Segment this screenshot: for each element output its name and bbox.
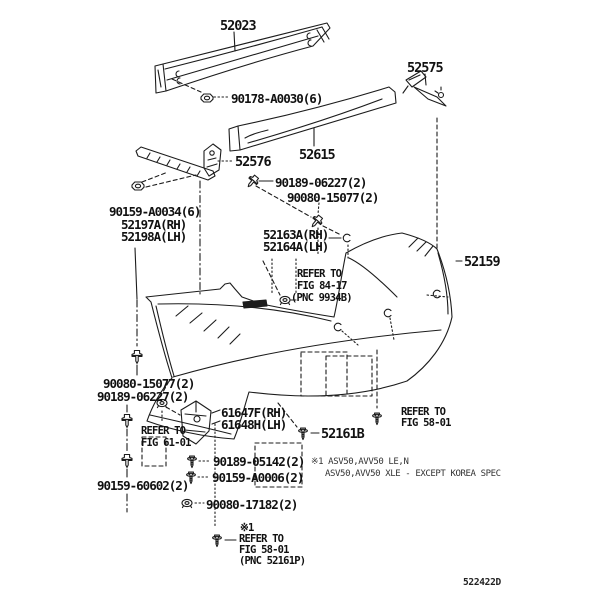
fastener-number-90080-15077-top: 90080-15077(2) bbox=[287, 190, 379, 205]
fastener-number-90189-06227-left: 90189-06227(2) bbox=[97, 389, 189, 404]
refer-fig-84-17-line3: (PNC 9934B) bbox=[291, 292, 353, 304]
screw-icon bbox=[212, 534, 222, 548]
fastener-number-90178-A0030: 90178-A0030(6) bbox=[231, 91, 323, 106]
fastener-number-90080-15077-left: 90080-15077(2) bbox=[103, 376, 195, 391]
refer-fig-84-17-line1: REFER TO bbox=[297, 268, 342, 280]
leader-lines bbox=[126, 31, 463, 541]
bracket-52575 bbox=[402, 70, 447, 107]
part-number-52197A: 52197A(RH) bbox=[121, 217, 187, 232]
nut-icon bbox=[131, 181, 145, 191]
bracket-52576 bbox=[203, 143, 222, 177]
reference-mark-1: ※1 bbox=[240, 522, 254, 534]
fastener-number-90159-60602: 90159-60602(2) bbox=[97, 478, 189, 493]
refer-fig-61-01-line2: FIG 61-01 bbox=[141, 437, 191, 449]
energy-absorber-52615 bbox=[228, 86, 397, 152]
refer-fig-84-17-line2: FIG 84-17 bbox=[297, 280, 347, 292]
bolt-icon bbox=[121, 453, 133, 468]
part-number-61648H: 61648H(LH) bbox=[221, 417, 287, 432]
grommet-icon bbox=[279, 295, 291, 306]
screw-icon bbox=[187, 455, 197, 469]
part-number-52161B: 52161B bbox=[321, 426, 365, 442]
part-number-52615: 52615 bbox=[299, 147, 336, 163]
retainer-52197 bbox=[135, 146, 216, 181]
part-number-52023: 52023 bbox=[220, 18, 257, 34]
diagram-code: 522422D bbox=[463, 577, 501, 588]
bolt-icon bbox=[131, 349, 143, 364]
part-number-52576: 52576 bbox=[235, 154, 272, 170]
bolt-icon bbox=[121, 413, 133, 428]
part-number-52159: 52159 bbox=[464, 254, 501, 270]
refer-fig-58-01-bottom-line3: (PNC 52161P) bbox=[239, 555, 306, 567]
part-number-52575: 52575 bbox=[407, 60, 444, 76]
part-number-52164A: 52164A(LH) bbox=[263, 239, 329, 254]
clip-icon bbox=[342, 233, 351, 243]
refer-fig-61-01-line1: REFER TO bbox=[141, 425, 186, 437]
part-number-52163A: 52163A(RH) bbox=[263, 227, 329, 242]
fastener-number-90159-A0034: 90159-A0034(6) bbox=[109, 204, 201, 219]
refer-fig-58-01-bottom-line1: REFER TO bbox=[239, 533, 284, 545]
refer-fig-58-01-right-line2: FIG 58-01 bbox=[401, 417, 451, 429]
part-number-61647F: 61647F(RH) bbox=[221, 405, 287, 420]
fastener-number-90189-05142: 90189-05142(2) bbox=[213, 454, 305, 469]
part-number-52198A: 52198A(LH) bbox=[121, 229, 187, 244]
screw-icon bbox=[298, 427, 308, 441]
refer-fig-58-01-right-line1: REFER TO bbox=[401, 406, 446, 418]
bumper-cover-52159 bbox=[145, 232, 453, 440]
fastener-number-90159-A0006: 90159-A0006(2) bbox=[212, 470, 304, 485]
bracket-61647 bbox=[180, 400, 212, 445]
spec-note-line2: ASV50,AVV50 XLE - EXCEPT KOREA SPEC bbox=[325, 469, 501, 479]
grommet-icon bbox=[181, 498, 193, 509]
refer-fig-58-01-bottom-line2: FIG 58-01 bbox=[239, 544, 289, 556]
fastener-number-90080-17182: 90080-17182(2) bbox=[206, 497, 298, 512]
fastener-number-90189-06227-top: 90189-06227(2) bbox=[275, 175, 367, 190]
reinforcement-bar-52023 bbox=[154, 22, 331, 94]
nut-icon bbox=[200, 93, 214, 103]
screw-icon bbox=[372, 412, 382, 426]
spec-note-line1: ※1 ASV50,AVV50 LE,N bbox=[311, 457, 409, 467]
